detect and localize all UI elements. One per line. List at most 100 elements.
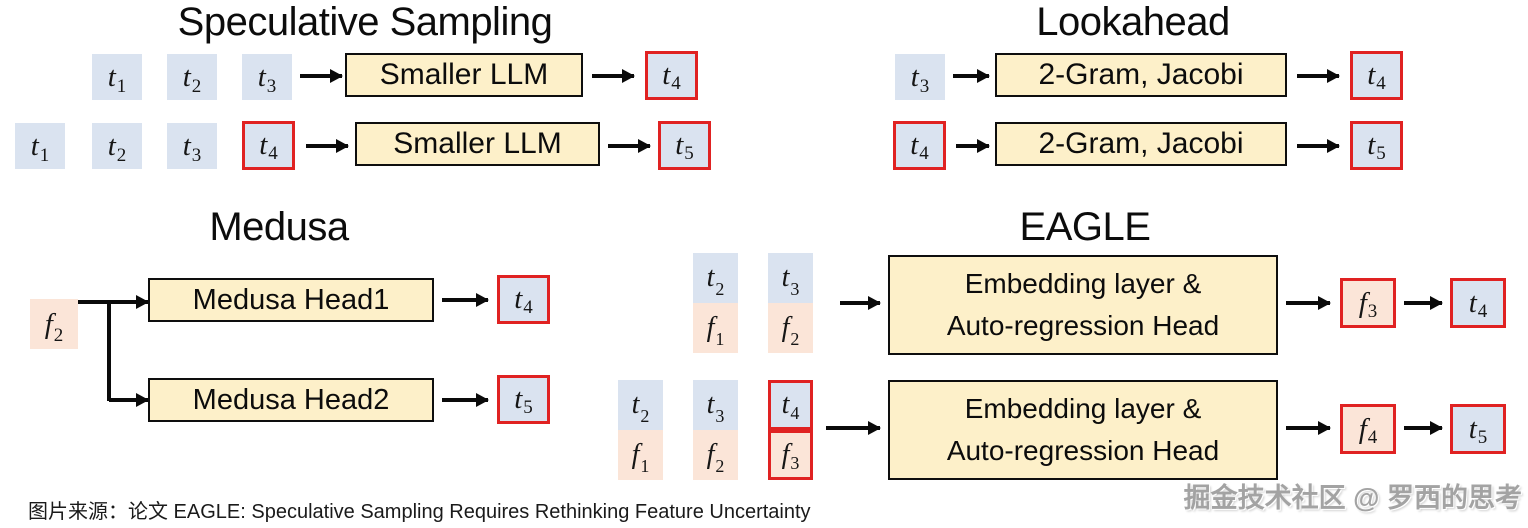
token-base: t xyxy=(514,383,523,415)
token-base: t xyxy=(910,60,919,93)
panel-title-lookahead: Lookahead xyxy=(1036,0,1230,44)
medusa-head1-block: Medusa Head1 xyxy=(148,278,434,322)
token-sub: 3 xyxy=(790,453,800,473)
token-sub: 4 xyxy=(671,73,681,94)
arrow-right-icon xyxy=(1286,301,1330,305)
token-sub: 4 xyxy=(919,143,929,164)
token-base: t xyxy=(910,129,919,161)
token-sub: 2 xyxy=(116,145,127,166)
token-sub: 4 xyxy=(268,143,278,164)
smaller-llm-block: Smaller LLM xyxy=(355,122,600,166)
token-sub: 2 xyxy=(53,325,64,346)
token-sub: 2 xyxy=(640,406,650,426)
token-sub: 3 xyxy=(1367,301,1378,322)
token-base: f xyxy=(706,312,715,343)
token-base: t xyxy=(706,389,715,420)
branch-arrow-to-head1 xyxy=(78,300,148,304)
two-gram-jacobi-block: 2-Gram, Jacobi xyxy=(995,122,1287,166)
token-base: t xyxy=(1468,286,1477,319)
token-base: t xyxy=(182,129,191,162)
panel-title-speculative-sampling: Speculative Sampling xyxy=(177,0,553,44)
panel-title-eagle: EAGLE xyxy=(1019,205,1151,249)
token-base: t xyxy=(514,283,523,315)
medusa-head2-block: Medusa Head2 xyxy=(148,378,434,422)
token-base: t xyxy=(257,60,266,93)
token-base: t xyxy=(1367,59,1376,91)
token-sub: 4 xyxy=(790,403,800,423)
token-sub: 1 xyxy=(39,145,50,166)
token-base: t xyxy=(1468,412,1477,445)
token-sub: 2 xyxy=(191,76,202,97)
panel-title-medusa: Medusa xyxy=(209,205,349,249)
arrow-right-icon xyxy=(608,144,650,148)
eagle-block-line2: Auto-regression Head xyxy=(946,310,1220,341)
token-base: t xyxy=(706,262,715,293)
eagle-block-line1: Embedding layer & xyxy=(964,268,1202,299)
two-gram-jacobi-block: 2-Gram, Jacobi xyxy=(995,53,1287,97)
token-sub: 1 xyxy=(116,76,127,97)
eagle-block-line1: Embedding layer & xyxy=(964,393,1202,424)
arrow-right-icon xyxy=(300,74,342,78)
token-sub: 5 xyxy=(523,397,533,418)
image-source-caption: 图片来源：论文 EAGLE: Speculative Sampling Requ… xyxy=(28,501,811,523)
token-sub: 4 xyxy=(1367,427,1378,448)
eagle-block: Embedding layer & Auto-regression Head xyxy=(888,380,1278,480)
token-base: f xyxy=(631,439,640,470)
token-sub: 3 xyxy=(919,76,930,97)
token-base: f xyxy=(781,439,790,470)
token-base: t xyxy=(107,60,116,93)
token-sub: 4 xyxy=(523,297,533,318)
token-sub: 3 xyxy=(266,76,277,97)
token-base: t xyxy=(1367,129,1376,161)
watermark-text: 掘金技术社区 @ 罗西的思考 xyxy=(1183,483,1522,513)
arrow-right-icon xyxy=(306,144,348,148)
token-sub: 2 xyxy=(790,329,800,349)
token-sub: 4 xyxy=(1376,73,1386,94)
token-sub: 4 xyxy=(1477,301,1488,322)
token-base: f xyxy=(1358,412,1367,445)
token-sub: 2 xyxy=(715,279,725,299)
token-sub: 3 xyxy=(191,145,202,166)
eagle-block: Embedding layer & Auto-regression Head xyxy=(888,255,1278,355)
arrow-right-icon xyxy=(1297,144,1339,148)
arrow-right-icon xyxy=(1404,426,1442,430)
arrow-right-icon xyxy=(1297,74,1339,78)
token-base: t xyxy=(781,262,790,293)
token-base: t xyxy=(30,129,39,162)
token-sub: 3 xyxy=(715,406,725,426)
token-sub: 5 xyxy=(1376,143,1386,164)
token-base: f xyxy=(1358,286,1367,319)
arrow-right-icon xyxy=(1286,426,1330,430)
arrow-right-icon xyxy=(956,144,989,148)
